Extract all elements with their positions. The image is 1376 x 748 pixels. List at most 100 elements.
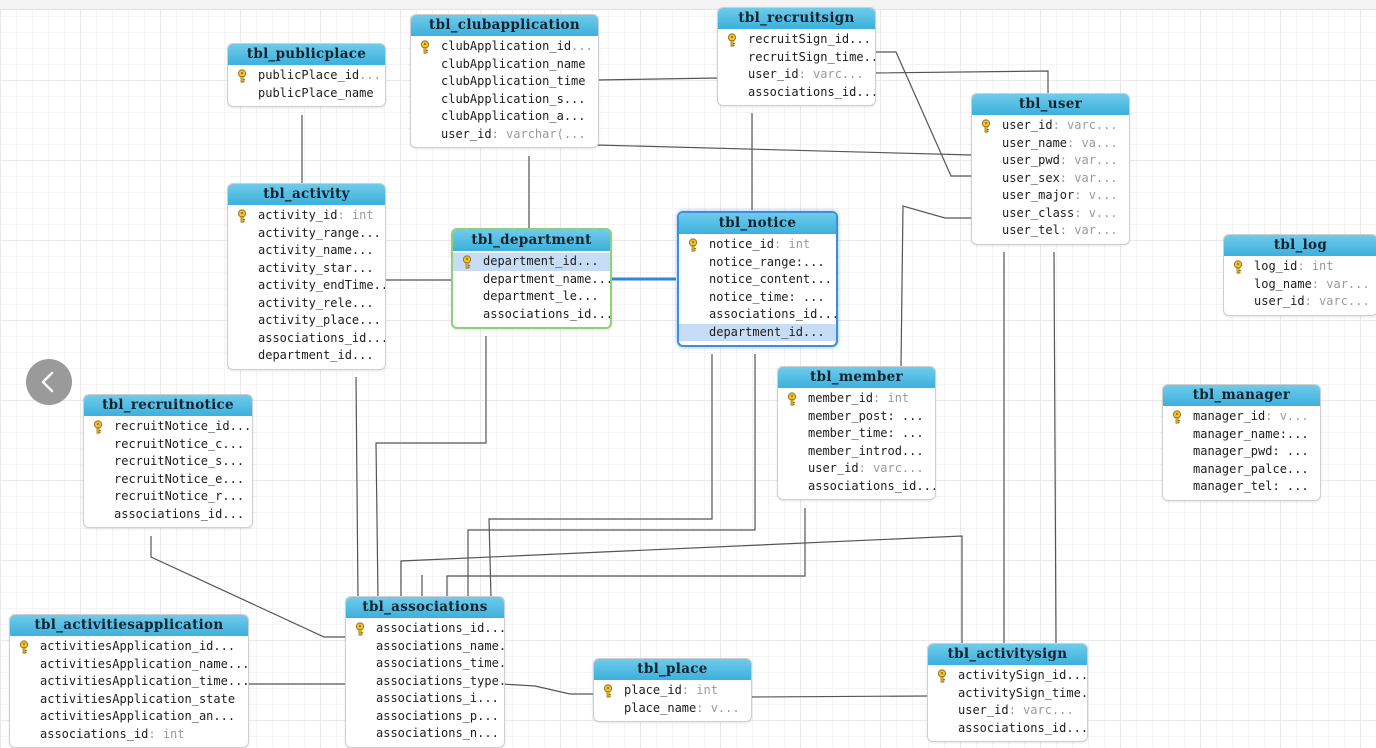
primary-key-column-row[interactable]: activitySign_id... — [928, 667, 1087, 685]
primary-key-column-row[interactable]: log_id: int — [1224, 258, 1376, 276]
primary-key-column-row[interactable]: activity_id: int — [228, 207, 385, 225]
column-row[interactable]: associations_p... — [346, 708, 504, 726]
table-header[interactable]: tbl_associations — [346, 597, 504, 618]
primary-key-column-row[interactable]: recruitNotice_id... — [84, 418, 252, 436]
primary-key-column-row[interactable]: activitiesApplication_id... — [10, 638, 248, 656]
column-row[interactable]: manager_palce... — [1163, 461, 1320, 479]
column-row[interactable]: activitySign_time... — [928, 685, 1087, 703]
column-row[interactable]: clubApplication_name — [411, 56, 598, 74]
primary-key-column-row[interactable]: place_id: int — [594, 682, 751, 700]
primary-key-column-row[interactable]: user_id: varc... — [972, 117, 1129, 135]
primary-key-column-row[interactable]: department_id... — [453, 253, 610, 271]
table-tbl-recruitsign[interactable]: tbl_recruitsign recruitSign_id...recruitS… — [717, 7, 876, 106]
column-row[interactable]: activitiesApplication_an... — [10, 708, 248, 726]
column-row[interactable]: recruitNotice_c... — [84, 436, 252, 454]
column-row[interactable]: department_le... — [453, 288, 610, 306]
column-row[interactable]: associations_id... — [778, 478, 935, 496]
column-row[interactable]: department_name... — [453, 271, 610, 289]
column-row[interactable]: associations_n... — [346, 725, 504, 743]
column-row[interactable]: department_id... — [228, 347, 385, 365]
column-row[interactable]: associations_name... — [346, 638, 504, 656]
primary-key-column-row[interactable]: associations_id... — [346, 620, 504, 638]
table-tbl-manager[interactable]: tbl_manager manager_id: v...manager_name:… — [1162, 384, 1321, 501]
column-row[interactable]: manager_pwd: ... — [1163, 443, 1320, 461]
primary-key-column-row[interactable]: publicPlace_id... — [228, 67, 385, 85]
column-row[interactable]: recruitNotice_s... — [84, 453, 252, 471]
column-row[interactable]: manager_name:... — [1163, 426, 1320, 444]
column-row[interactable]: activity_star... — [228, 260, 385, 278]
column-row[interactable]: associations_type... — [346, 673, 504, 691]
column-row[interactable]: recruitNotice_e... — [84, 471, 252, 489]
column-row[interactable]: activitiesApplication_time... — [10, 673, 248, 691]
column-row[interactable]: recruitSign_time... — [718, 49, 875, 67]
table-header[interactable]: tbl_recruitsign — [718, 8, 875, 29]
column-row[interactable]: user_pwd: var... — [972, 152, 1129, 170]
table-tbl-user[interactable]: tbl_user user_id: varc...user_name: va...… — [971, 93, 1130, 245]
column-row[interactable]: associations_id... — [84, 506, 252, 524]
primary-key-column-row[interactable]: clubApplication_id... — [411, 38, 598, 56]
column-row[interactable]: associations_id... — [228, 330, 385, 348]
column-row[interactable]: activity_name... — [228, 242, 385, 260]
column-row[interactable]: associations_id... — [718, 84, 875, 102]
table-header[interactable]: tbl_manager — [1163, 385, 1320, 406]
column-row[interactable]: user_id: varc... — [1224, 293, 1376, 311]
table-header[interactable]: tbl_member — [778, 367, 935, 388]
table-header[interactable]: tbl_publicplace — [228, 44, 385, 65]
table-tbl-clubapplication[interactable]: tbl_clubapplication clubApplication_id...… — [410, 14, 599, 148]
column-row[interactable]: activity_endTime... — [228, 277, 385, 295]
column-row[interactable]: notice_time: ... — [679, 289, 836, 307]
table-tbl-activitiesapplication[interactable]: tbl_activitiesapplication activitiesAppli… — [9, 614, 249, 748]
column-row[interactable]: activity_range... — [228, 225, 385, 243]
table-tbl-publicplace[interactable]: tbl_publicplace publicPlace_id...publicPl… — [227, 43, 386, 107]
table-header[interactable]: tbl_user — [972, 94, 1129, 115]
column-row[interactable]: user_tel: var... — [972, 222, 1129, 240]
column-row[interactable]: clubApplication_s... — [411, 91, 598, 109]
primary-key-column-row[interactable]: manager_id: v... — [1163, 408, 1320, 426]
table-header[interactable]: tbl_place — [594, 659, 751, 680]
column-row[interactable]: clubApplication_time — [411, 73, 598, 91]
primary-key-column-row[interactable]: member_id: int — [778, 390, 935, 408]
column-row[interactable]: user_class: v... — [972, 205, 1129, 223]
table-header[interactable]: tbl_activity — [228, 184, 385, 205]
column-row[interactable]: activity_place... — [228, 312, 385, 330]
column-row[interactable]: associations_id... — [453, 306, 610, 324]
column-row[interactable]: associations_time... — [346, 655, 504, 673]
table-tbl-activitysign[interactable]: tbl_activitysign activitySign_id...activi… — [927, 643, 1088, 742]
column-row[interactable]: place_name: v... — [594, 700, 751, 718]
table-header[interactable]: tbl_clubapplication — [411, 15, 598, 36]
column-row[interactable]: user_id: varchar(... — [411, 126, 598, 144]
table-header[interactable]: tbl_recruitnotice — [84, 395, 252, 416]
column-row[interactable]: associations_i... — [346, 690, 504, 708]
column-row[interactable]: activitiesApplication_name... — [10, 656, 248, 674]
column-row[interactable]: user_major: v... — [972, 187, 1129, 205]
column-row[interactable]: member_introd... — [778, 443, 935, 461]
primary-key-column-row[interactable]: recruitSign_id... — [718, 31, 875, 49]
column-row[interactable]: activity_rele... — [228, 295, 385, 313]
table-header[interactable]: tbl_activitiesapplication — [10, 615, 248, 636]
column-row[interactable]: publicPlace_name — [228, 85, 385, 103]
column-row[interactable]: user_id: varc... — [928, 702, 1087, 720]
column-row[interactable]: associations_id... — [928, 720, 1087, 738]
primary-key-column-row[interactable]: notice_id: int — [679, 236, 836, 254]
column-row[interactable]: log_name: var... — [1224, 276, 1376, 294]
column-row[interactable]: member_post: ... — [778, 408, 935, 426]
column-row[interactable]: user_id: varc... — [718, 66, 875, 84]
column-row[interactable]: member_time: ... — [778, 425, 935, 443]
column-row[interactable]: user_name: va... — [972, 135, 1129, 153]
column-row[interactable]: associations_id... — [679, 306, 836, 324]
column-row[interactable]: recruitNotice_r... — [84, 488, 252, 506]
column-row[interactable]: notice_content... — [679, 271, 836, 289]
column-row[interactable]: clubApplication_a... — [411, 108, 598, 126]
column-row[interactable]: department_id... — [679, 323, 836, 341]
table-header[interactable]: tbl_activitysign — [928, 644, 1087, 665]
table-header[interactable]: tbl_log — [1224, 235, 1376, 256]
column-row[interactable]: manager_tel: ... — [1163, 478, 1320, 496]
table-header[interactable]: tbl_notice — [679, 213, 836, 234]
